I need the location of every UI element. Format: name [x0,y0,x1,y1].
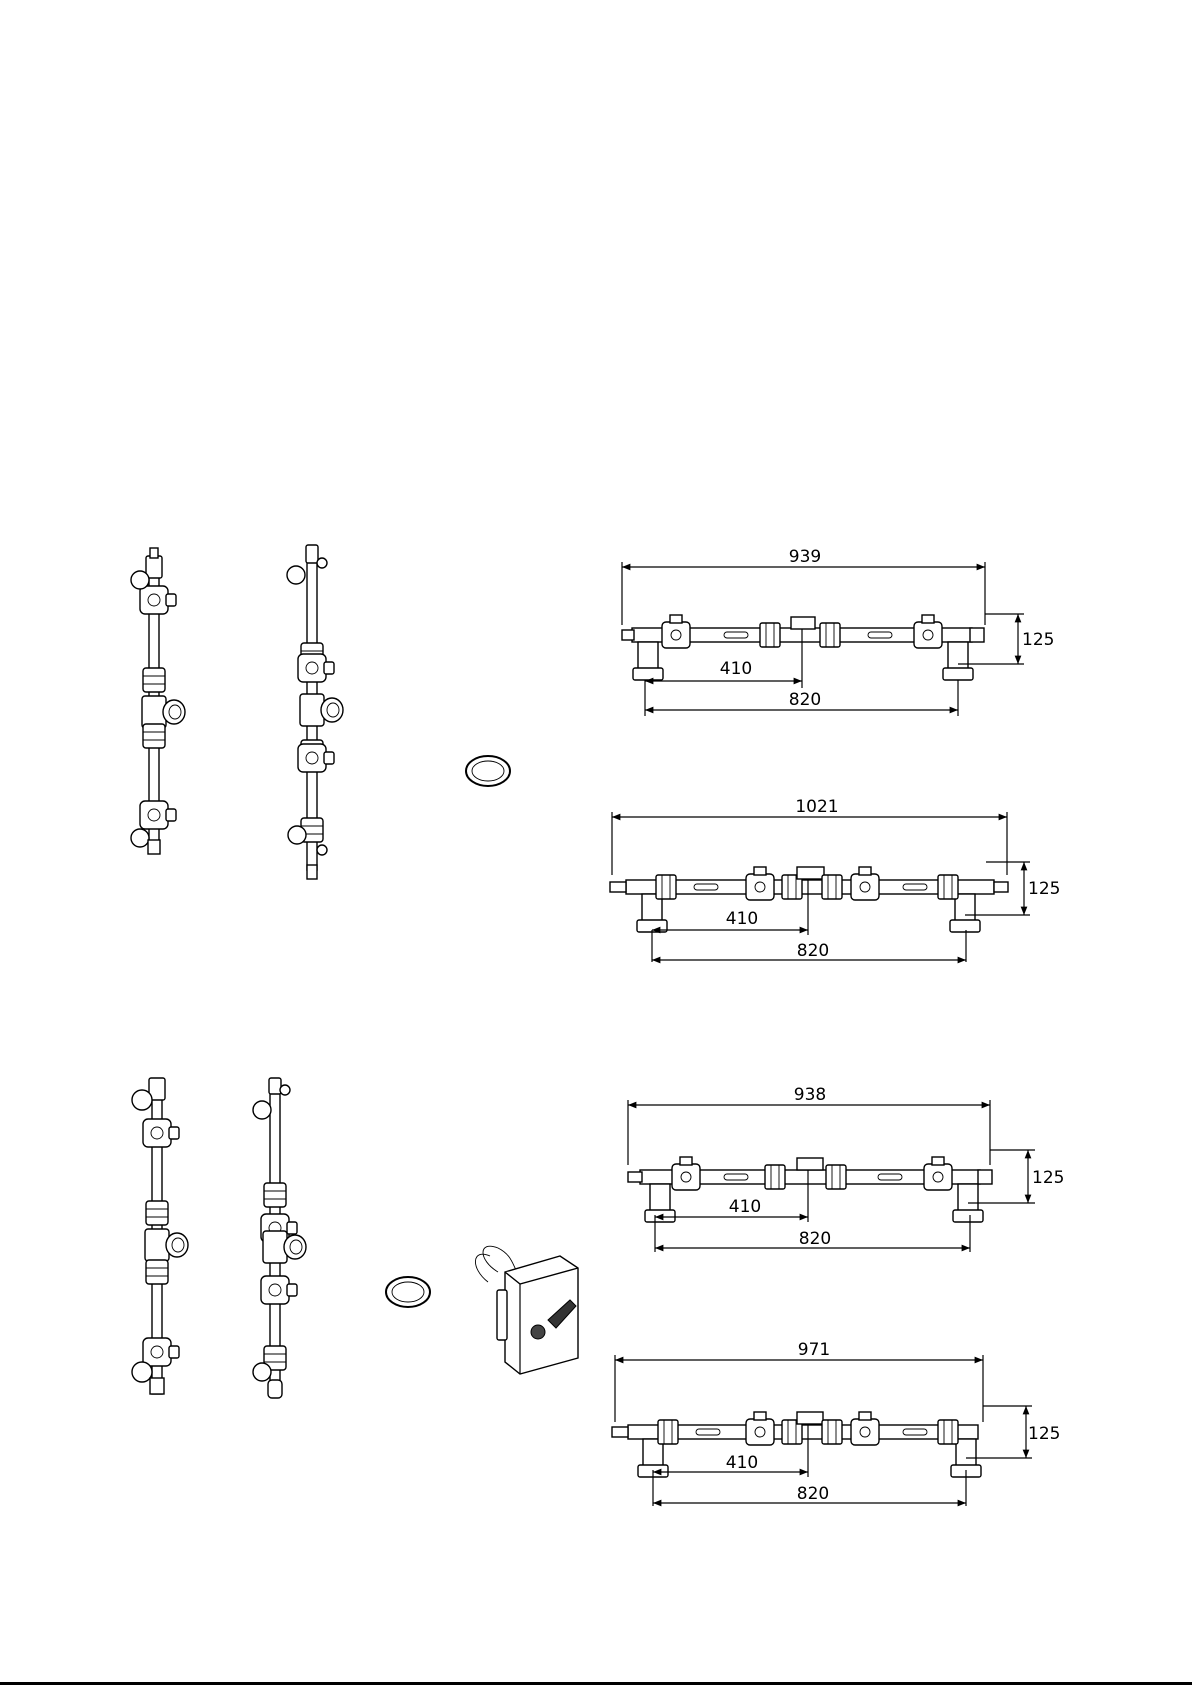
seal-ring-icon [386,1277,430,1307]
overall-dimension-c: 938 [794,1085,826,1105]
connection-dimension-a: 820 [789,690,821,710]
dimension-diagram-d: 971 125 410 820 [612,1340,1060,1506]
center-dimension-c: 410 [729,1197,761,1217]
height-dimension-d: 125 [1028,1424,1060,1444]
overall-dimension-a: 939 [789,547,821,567]
vertical-assembly-4 [253,1078,306,1398]
connection-dimension-c: 820 [799,1229,831,1249]
dimension-diagram-a: 939 125 410 820 [622,547,1054,716]
height-dimension-b: 125 [1028,879,1060,899]
valve-actuator-icon [475,1246,578,1374]
vertical-assembly-3 [132,1078,188,1394]
center-dimension-a: 410 [720,659,752,679]
overall-dimension-d: 971 [798,1340,830,1360]
connection-dimension-d: 820 [797,1484,829,1504]
center-dimension-d: 410 [726,1453,758,1473]
connection-dimension-b: 820 [797,941,829,961]
dimension-diagram-c: 938 125 410 820 [628,1085,1064,1252]
dimension-diagram-b: 1021 125 410 820 [610,797,1060,962]
center-dimension-b: 410 [726,909,758,929]
vertical-assembly-2 [287,545,343,879]
height-dimension-c: 125 [1032,1168,1064,1188]
seal-ring-icon [466,756,510,786]
vertical-assembly-1 [131,548,185,854]
height-dimension-a: 125 [1022,630,1054,650]
overall-dimension-b: 1021 [795,797,838,817]
